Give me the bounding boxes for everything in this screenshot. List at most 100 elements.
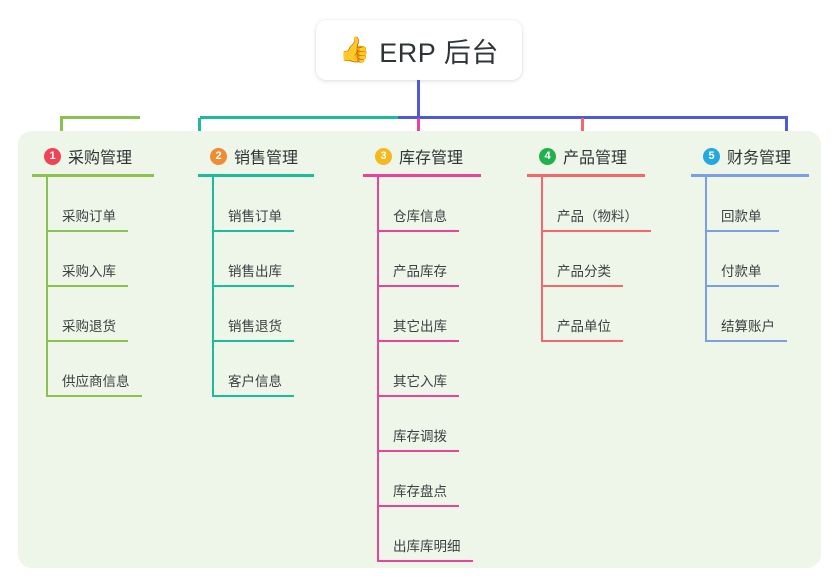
trunk-connector: [541, 177, 543, 342]
column-header-2[interactable]: 2 销售管理: [198, 144, 314, 168]
leaf-node[interactable]: 出库库明细: [363, 507, 481, 562]
leaf-node[interactable]: 库存调拨: [363, 397, 481, 452]
leaf-label: 产品库存: [393, 264, 447, 279]
bus-segment-3: [200, 116, 400, 119]
leaf-node[interactable]: 采购订单: [32, 177, 154, 232]
leaf-underline: [212, 230, 294, 232]
branch-column-2: 2 销售管理销售订单销售出库销售退货客户信息: [198, 144, 314, 397]
leaf-underline: [705, 230, 779, 232]
leaf-node[interactable]: 客户信息: [198, 342, 314, 397]
leaf-node[interactable]: 其它出库: [363, 287, 481, 342]
column-branch: 回款单付款单结算账户: [691, 177, 809, 342]
column-branch: 仓库信息产品库存其它出库其它入库库存调拨库存盘点出库库明细: [363, 177, 481, 562]
column-branch: 销售订单销售出库销售退货客户信息: [198, 177, 314, 397]
number-badge-icon: 2: [210, 147, 227, 165]
column-header-3[interactable]: 3 库存管理: [363, 144, 481, 168]
leaf-underline: [705, 340, 787, 342]
number-badge-icon: 1: [44, 147, 61, 165]
leaf-underline: [46, 340, 128, 342]
column-title: 产品管理: [563, 150, 628, 167]
number-badge-icon: 5: [703, 147, 720, 165]
column-title: 采购管理: [68, 150, 133, 167]
leaf-node[interactable]: 产品单位: [527, 287, 645, 342]
column-underline: [691, 174, 809, 177]
leaf-node[interactable]: 其它入库: [363, 342, 481, 397]
leaf-underline: [212, 285, 294, 287]
leaf-label: 库存盘点: [393, 484, 447, 499]
column-title: 库存管理: [399, 150, 464, 167]
number-badge-icon: 3: [375, 147, 392, 165]
leaf-node[interactable]: 供应商信息: [32, 342, 154, 397]
leaf-node[interactable]: 产品库存: [363, 232, 481, 287]
leaf-underline: [377, 340, 459, 342]
column-branch: 采购订单采购入库采购退货供应商信息: [32, 177, 154, 397]
leaf-label: 产品单位: [557, 319, 611, 334]
leaf-label: 库存调拨: [393, 429, 447, 444]
leaf-node[interactable]: 销售退货: [198, 287, 314, 342]
bus-segment-2: [60, 116, 140, 119]
leaf-label: 销售出库: [228, 264, 282, 279]
leaf-node[interactable]: 销售出库: [198, 232, 314, 287]
column-underline: [198, 174, 314, 177]
leaf-node[interactable]: 回款单: [691, 177, 809, 232]
leaf-node[interactable]: 采购入库: [32, 232, 154, 287]
leaf-underline: [377, 505, 459, 507]
trunk-connector: [705, 177, 707, 342]
trunk-connector: [212, 177, 214, 397]
leaf-underline: [212, 395, 294, 397]
leaf-underline: [541, 285, 623, 287]
leaf-label: 采购入库: [62, 264, 116, 279]
leaf-underline: [705, 285, 779, 287]
leaf-node[interactable]: 产品分类: [527, 232, 645, 287]
leaf-underline: [541, 340, 623, 342]
leaf-node[interactable]: 销售订单: [198, 177, 314, 232]
branch-column-5: 5 财务管理回款单付款单结算账户: [691, 144, 809, 342]
trunk-connector: [46, 177, 48, 397]
leaf-underline: [46, 285, 128, 287]
leaf-label: 采购订单: [62, 209, 116, 224]
number-badge-icon: 4: [539, 147, 556, 165]
leaf-label: 供应商信息: [62, 374, 130, 389]
leaf-label: 结算账户: [721, 319, 775, 334]
column-branch: 产品（物料） 产品分类产品单位: [527, 177, 651, 342]
leaf-underline: [377, 560, 473, 562]
leaf-label: 采购退货: [62, 319, 116, 334]
branch-column-3: 3 库存管理仓库信息产品库存其它出库其它入库库存调拨库存盘点出库库明细: [363, 144, 481, 562]
leaf-node[interactable]: 付款单: [691, 232, 809, 287]
root-stem-connector: [417, 80, 420, 118]
leaf-label: 客户信息: [228, 374, 282, 389]
leaf-label: 仓库信息: [393, 209, 447, 224]
root-title: ERP 后台: [379, 37, 499, 68]
leaf-label: 出库库明细: [393, 539, 461, 554]
leaf-label: 其它出库: [393, 319, 447, 334]
leaf-label: 其它入库: [393, 374, 447, 389]
column-underline: [363, 174, 481, 177]
thumbs-up-icon: 👍: [339, 35, 371, 64]
branch-column-1: 1 采购管理采购订单采购入库采购退货供应商信息: [32, 144, 154, 397]
leaf-underline: [377, 230, 459, 232]
leaf-node[interactable]: 产品（物料）: [527, 177, 651, 232]
column-title: 销售管理: [234, 150, 299, 167]
leaf-node[interactable]: 库存盘点: [363, 452, 481, 507]
column-header-5[interactable]: 5 财务管理: [691, 144, 809, 168]
leaf-underline: [377, 395, 459, 397]
leaf-label: 产品（物料）: [557, 209, 638, 224]
leaf-node[interactable]: 仓库信息: [363, 177, 481, 232]
column-underline: [527, 174, 645, 177]
column-header-4[interactable]: 4 产品管理: [527, 144, 645, 168]
leaf-node[interactable]: 结算账户: [691, 287, 809, 342]
trunk-connector: [377, 177, 379, 562]
leaf-underline: [46, 395, 142, 397]
leaf-underline: [377, 285, 459, 287]
leaf-underline: [212, 340, 294, 342]
leaf-underline: [46, 230, 128, 232]
leaf-label: 回款单: [721, 209, 762, 224]
leaf-label: 付款单: [721, 264, 762, 279]
root-node[interactable]: 👍 ERP 后台: [316, 20, 522, 80]
leaf-node[interactable]: 采购退货: [32, 287, 154, 342]
column-header-1[interactable]: 1 采购管理: [32, 144, 154, 168]
leaf-underline: [541, 230, 651, 232]
column-underline: [32, 174, 154, 177]
column-title: 财务管理: [727, 150, 792, 167]
